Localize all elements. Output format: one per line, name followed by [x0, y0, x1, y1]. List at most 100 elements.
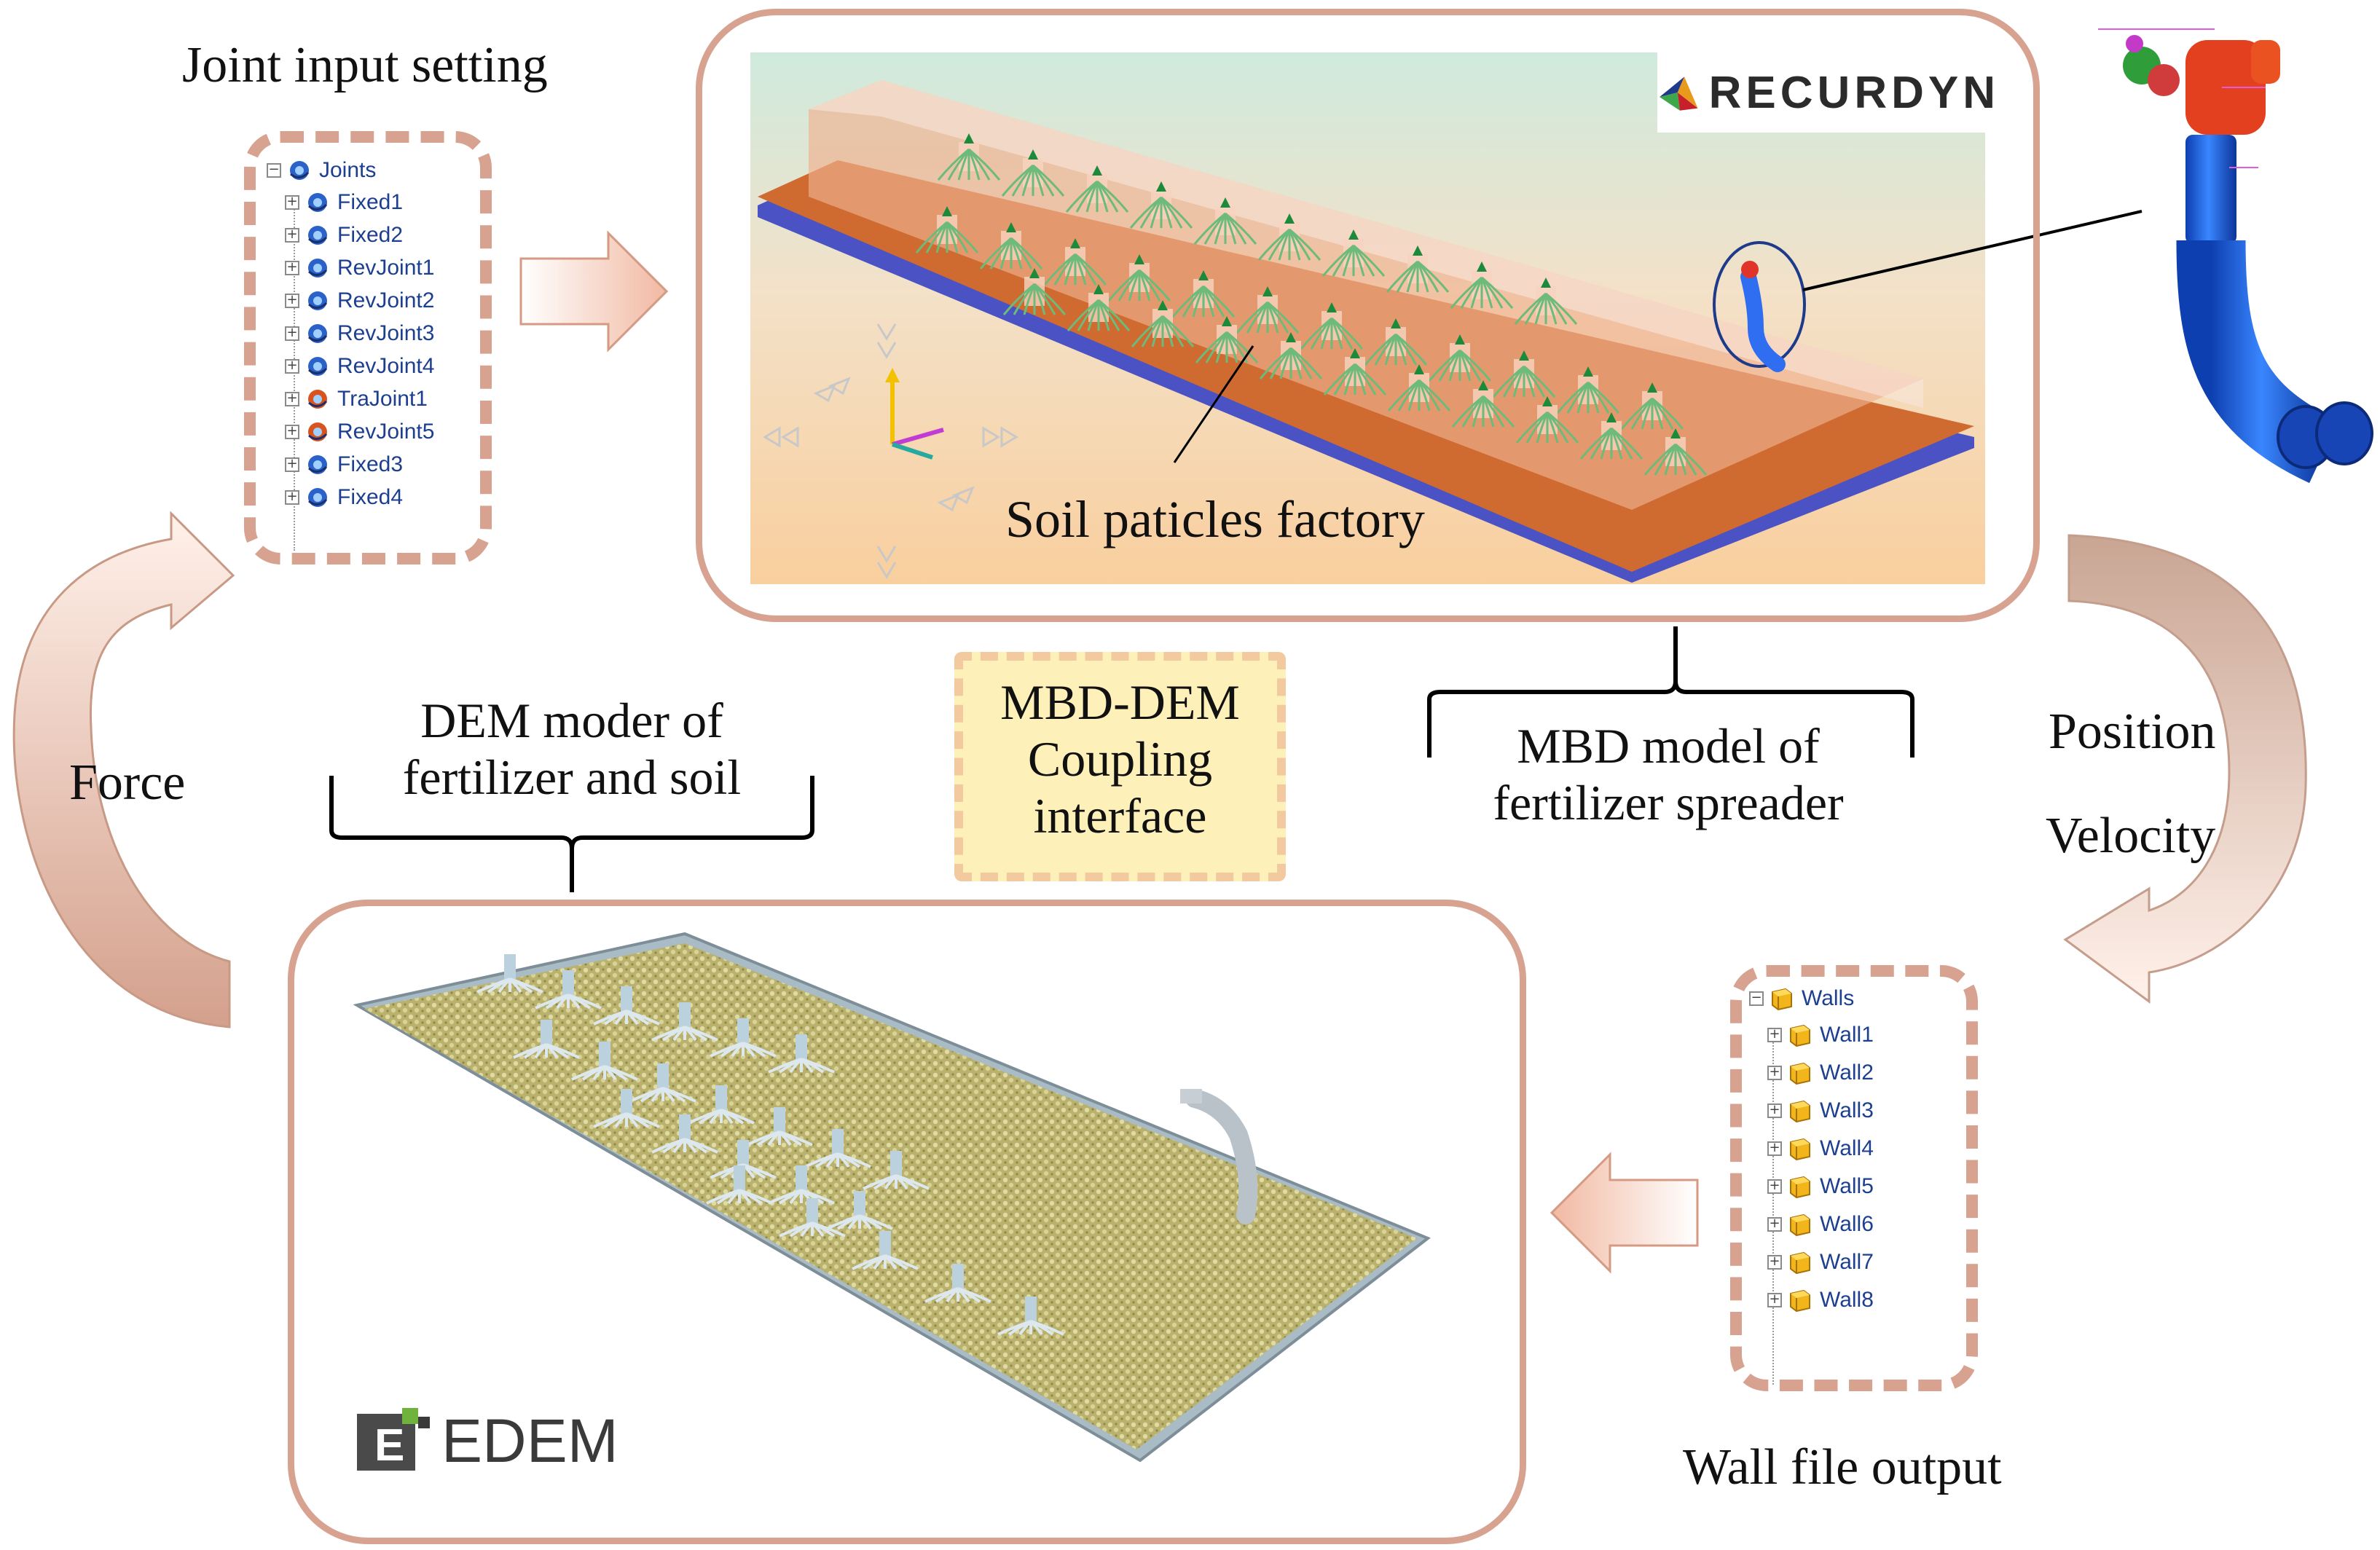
collapse-icon[interactable]: −	[1749, 991, 1764, 1006]
wall-item[interactable]: +Wall2	[1767, 1058, 1874, 1087]
wall-item[interactable]: +Wall7	[1767, 1248, 1874, 1277]
walls-root[interactable]: − Walls	[1749, 984, 1854, 1013]
expand-icon[interactable]: +	[285, 261, 299, 275]
spreader-detail	[2098, 28, 2373, 484]
expand-icon[interactable]: +	[1767, 1179, 1782, 1194]
wall-icon	[1790, 1213, 1810, 1237]
wall-item[interactable]: +Wall6	[1767, 1210, 1874, 1239]
joint-item[interactable]: +RevJoint3	[285, 319, 434, 348]
expand-icon[interactable]: +	[1767, 1255, 1782, 1270]
dem-model-brace	[329, 776, 814, 892]
dem-scene	[353, 932, 1431, 1463]
mbd-model-brace	[1427, 626, 1914, 758]
wall-item-label: Wall4	[1820, 1136, 1874, 1160]
joint-item[interactable]: +RevJoint4	[285, 352, 434, 381]
seedling-icon	[915, 206, 979, 253]
seedling-icon	[1492, 350, 1556, 398]
expand-icon[interactable]: +	[285, 392, 299, 406]
expand-icon[interactable]: +	[1767, 1293, 1782, 1307]
seedling-icon	[979, 222, 1043, 270]
dem-seedling-icon	[593, 986, 660, 1026]
dem-seedling-icon	[651, 1002, 718, 1042]
wall-item[interactable]: + Wall5	[1767, 1172, 1874, 1201]
dem-seedling-icon	[863, 1151, 930, 1190]
dem-seedling-icon	[593, 1089, 660, 1128]
expand-icon[interactable]: +	[1767, 1028, 1782, 1042]
seedling-icon	[937, 133, 1001, 181]
wall-item[interactable]: +Wall3	[1767, 1096, 1874, 1125]
wall-item[interactable]: + Wall4	[1767, 1134, 1874, 1163]
dem-seedling-icon	[804, 1129, 871, 1168]
joint-item[interactable]: + RevJoint5	[285, 417, 434, 446]
dem-model-label: DEM moder of fertilizer and soil	[321, 692, 823, 806]
recurdyn-logo: RECURDYN	[1657, 52, 2000, 133]
expand-icon[interactable]: +	[285, 425, 299, 439]
seedling-icon	[1065, 165, 1129, 213]
blue-joint-icon	[308, 455, 328, 474]
dem-seedling-icon	[779, 1198, 846, 1238]
coupling-interface-box: MBD-DEM Coupling interface	[954, 652, 1286, 881]
recurdyn-logo-icon	[1660, 76, 1698, 111]
expand-icon[interactable]: +	[1767, 1141, 1782, 1156]
expand-icon[interactable]: +	[285, 457, 299, 472]
seedling-icon	[1300, 302, 1364, 350]
dem-seedling-icon	[476, 954, 543, 994]
joint-item[interactable]: +RevJoint2	[285, 286, 434, 315]
wall-item-label: Wall5	[1820, 1174, 1874, 1198]
joint-item[interactable]: +TraJoint1	[285, 385, 428, 414]
joints-root[interactable]: −Joints	[267, 156, 376, 185]
dem-seedling-icon	[924, 1264, 991, 1303]
expand-icon[interactable]: +	[1767, 1066, 1782, 1080]
dem-model-line-1: DEM moder of	[420, 693, 723, 748]
seedling-icon	[1514, 278, 1578, 325]
edem-logo-text: EDEM	[441, 1406, 618, 1475]
dem-seedlings	[476, 954, 1064, 1336]
joint-item-label: Fixed3	[337, 452, 404, 476]
expand-icon[interactable]: +	[285, 359, 299, 374]
seedling-icon	[1001, 149, 1065, 197]
joint-item[interactable]: +Fixed1	[285, 188, 403, 217]
seedling-icon	[1107, 254, 1171, 302]
walls-root-label: Walls	[1802, 986, 1855, 1010]
wall-icon	[1790, 1176, 1810, 1199]
seedling-icon	[1428, 334, 1492, 382]
expand-icon[interactable]: +	[285, 195, 299, 210]
dem-spreader	[1185, 1089, 1258, 1224]
expand-icon[interactable]: +	[285, 228, 299, 243]
joint-item-label: RevJoint5	[337, 420, 435, 444]
axis-triad-icon	[885, 368, 944, 460]
dem-seedling-icon	[706, 1165, 773, 1205]
seedling-icon	[1257, 213, 1321, 261]
collapse-icon[interactable]: −	[267, 163, 281, 178]
expand-icon[interactable]: +	[285, 294, 299, 308]
expand-icon[interactable]: +	[1767, 1217, 1782, 1232]
expand-icon[interactable]: +	[1767, 1104, 1782, 1118]
dem-seedling-icon	[688, 1085, 755, 1125]
seedling-icon	[1002, 268, 1067, 315]
spreader-pipe-small	[1740, 269, 1786, 372]
blue-joint-icon	[308, 291, 328, 310]
seedling-icon	[1259, 332, 1323, 379]
joint-item[interactable]: + Fixed3	[285, 450, 403, 479]
arrow-wall-to-dem	[1550, 1152, 1699, 1274]
dem-seedling-icon	[513, 1020, 580, 1059]
seedling-group	[915, 133, 1708, 476]
blue-joint-icon	[308, 226, 328, 245]
blue-joint-icon	[308, 193, 328, 212]
dem-seedling-icon	[768, 1165, 835, 1205]
expand-icon[interactable]: +	[285, 326, 299, 341]
seedling-icon	[1236, 286, 1300, 334]
wall-icon	[1790, 1062, 1810, 1085]
dem-panel-frame	[288, 900, 1526, 1544]
joint-item[interactable]: +RevJoint1	[285, 253, 434, 283]
wall-item[interactable]: +Wall1	[1767, 1020, 1874, 1050]
joint-item[interactable]: +Fixed4	[285, 483, 403, 512]
dem-seedling-icon	[710, 1018, 777, 1058]
dem-seedling-icon	[826, 1191, 893, 1230]
joint-item[interactable]: +Fixed2	[285, 221, 403, 250]
wall-item[interactable]: +Wall8	[1767, 1286, 1874, 1315]
soil-factory-pointer	[1173, 345, 1254, 463]
joints-tree-guide	[294, 201, 295, 551]
expand-icon[interactable]: +	[285, 490, 299, 505]
seedling-icon	[1323, 348, 1387, 396]
